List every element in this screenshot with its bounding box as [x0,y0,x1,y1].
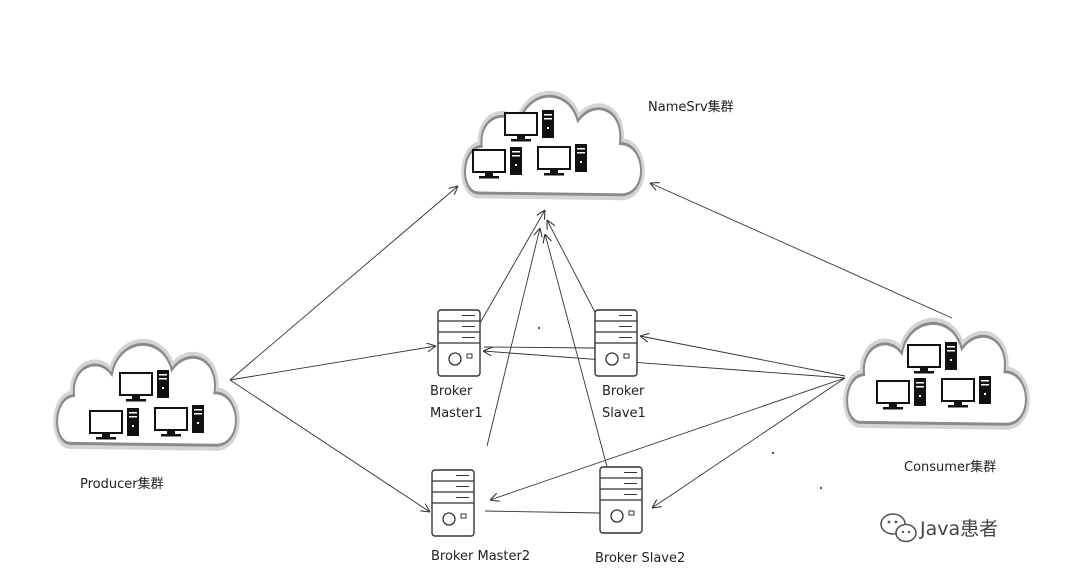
arrow-consumer-to-namesrv [650,183,953,319]
arrow-producer-to-master2 [229,379,430,512]
broker-slave1-label-line1: Broker [602,384,645,399]
namesrv-cluster-label: NameSrv集群 [648,99,734,115]
arrow-consumer-to-slave2 [652,377,846,508]
producer-cluster: Producer集群 [57,344,236,492]
namesrv-cluster: NameSrv集群 [465,96,734,195]
stray-marks [538,327,822,489]
watermark-text: Java患者 [919,518,998,540]
arrow-consumer-to-master2 [490,377,846,500]
consumer-cluster: Consumer集群 [847,323,1026,475]
wechat-icon [880,513,917,543]
broker-slave2-label: Broker Slave2 [595,551,685,566]
arrow-master2-to-namesrv [486,228,540,447]
line-master1-slave1 [483,346,596,349]
arrow-producer-to-master1 [229,346,436,381]
arrow-master1-to-namesrv [479,210,545,324]
broker-master1: Broker Master1 [430,309,483,421]
line-master2-slave2 [484,510,601,514]
broker-master1-label-line2: Master1 [430,406,483,421]
broker-master1-label-line1: Broker [430,384,473,399]
broker-master2-label: Broker Master2 [431,549,530,564]
connection-arrows [229,183,953,514]
broker-slave2: Broker Slave2 [595,466,685,566]
broker-slave1: Broker Slave1 [594,309,646,421]
producer-cluster-label: Producer集群 [80,476,164,492]
server-icon [594,309,638,377]
server-icon [431,469,475,537]
arrow-slave2-to-namesrv [545,234,611,479]
server-icon [437,309,481,377]
arrow-consumer-to-slave1 [640,336,846,377]
arrow-slave1-to-namesrv [547,220,599,319]
broker-master2: Broker Master2 [431,469,530,564]
consumer-cluster-label: Consumer集群 [904,459,996,475]
arrow-producer-to-namesrv [229,186,458,381]
server-icon [599,466,643,534]
arrow-consumer-to-master1 [483,351,846,379]
watermark: Java患者 [880,513,998,543]
broker-slave1-label-line2: Slave1 [602,406,646,421]
